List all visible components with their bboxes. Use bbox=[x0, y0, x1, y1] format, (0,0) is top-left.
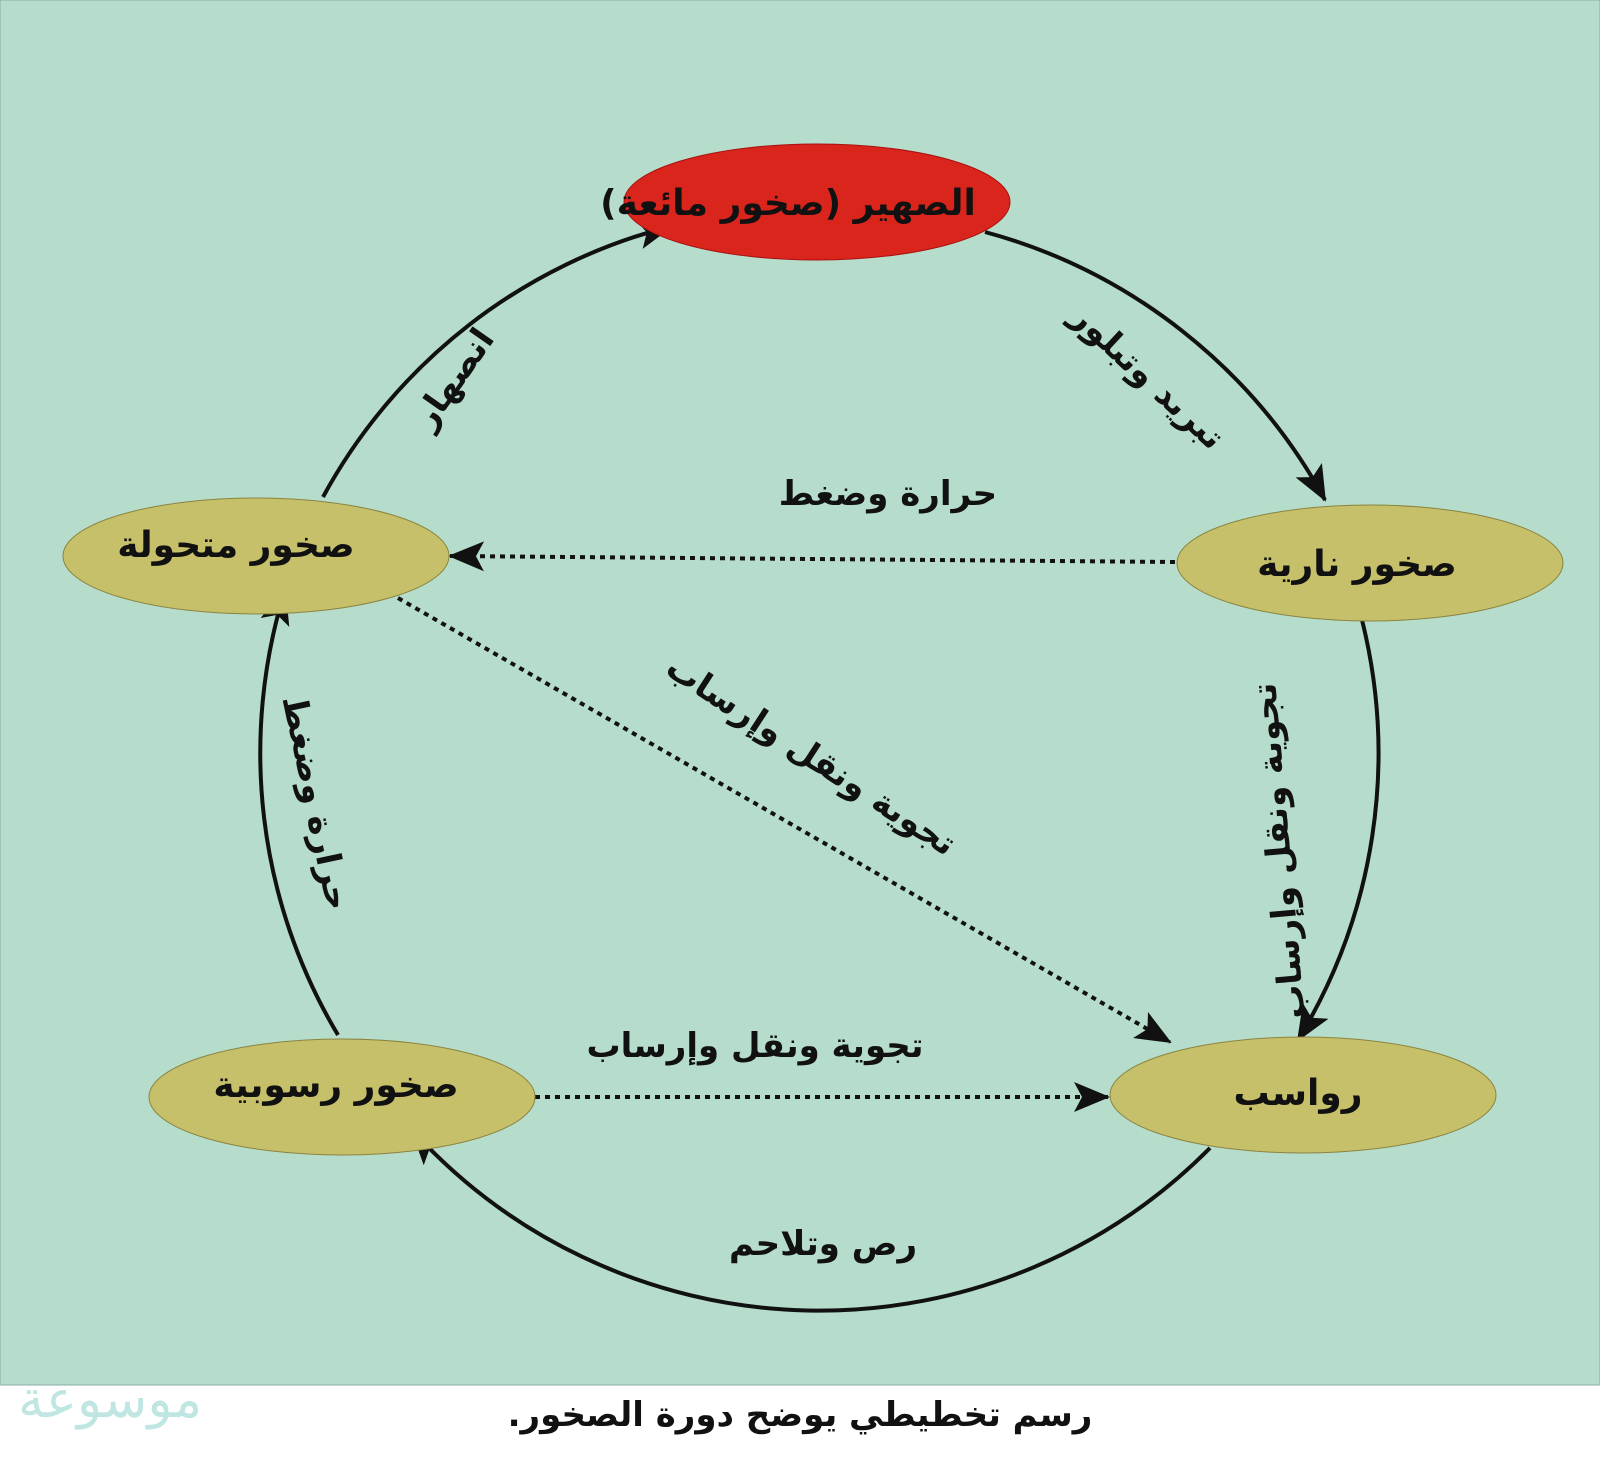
arc-magma-to-igneous bbox=[984, 230, 1327, 502]
node-igneous: صخور نارية bbox=[1176, 504, 1564, 622]
node-sediments-label: رواسب bbox=[1234, 1073, 1363, 1114]
figure-caption: رسم تخطيطي يوضح دورة الصخور. bbox=[507, 1395, 1093, 1435]
node-magma-label: الصهير (صخور مائعة) bbox=[600, 183, 976, 224]
node-igneous-label: صخور نارية bbox=[1257, 544, 1457, 585]
edge-label-compaction: رص وتلاحم bbox=[729, 1224, 917, 1264]
site-logo: موسوعة bbox=[18, 1370, 203, 1430]
edge-label-weathering-bottom: تجوية ونقل وإرساب bbox=[586, 1026, 923, 1066]
arc-sediments-to-sedimentary bbox=[410, 1128, 1212, 1313]
node-metamorphic: صخور متحولة bbox=[62, 497, 450, 615]
edge-label-heat-pressure-top: حرارة وضغط bbox=[779, 474, 997, 514]
node-magma: الصهير (صخور مائعة) bbox=[600, 143, 1011, 261]
node-sedimentary-label: صخور رسوبية bbox=[213, 1065, 458, 1106]
arc-sedimentary-to-metamorphic bbox=[258, 588, 340, 1037]
arrow-igneous-to-metamorphic bbox=[448, 541, 1176, 572]
node-sediments: رواسب bbox=[1109, 1036, 1497, 1154]
arc-igneous-to-sediments bbox=[1296, 619, 1381, 1042]
node-sedimentary: صخور رسوبية bbox=[148, 1038, 536, 1156]
arc-metamorphic-to-magma bbox=[321, 219, 674, 498]
arrow-metamorphic-to-sediments bbox=[397, 596, 1172, 1044]
node-metamorphic-label: صخور متحولة bbox=[117, 525, 354, 566]
